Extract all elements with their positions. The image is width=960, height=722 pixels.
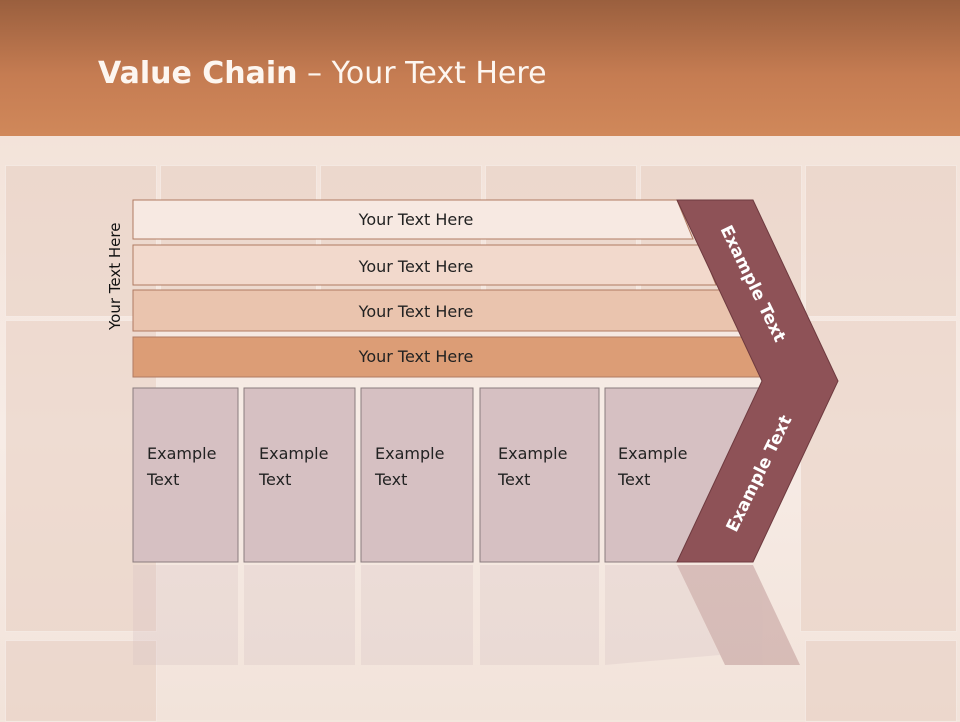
header-bar [0,0,960,136]
box-4-line-2: Text [497,470,530,489]
photo-tile [5,165,157,317]
diagram-reflection [133,565,800,665]
band-1-label: Your Text Here [358,210,474,229]
box-4-line-1: Example [498,444,567,463]
photo-tile [5,640,157,722]
box-3-line-2: Text [374,470,407,489]
activity-box-4[interactable] [479,387,600,563]
photo-tile [5,320,157,632]
photo-tile [805,165,957,317]
margin-chevron[interactable] [676,199,839,563]
slide-title: Value Chain – Your Text Here [98,56,547,91]
box-1-line-2: Text [146,470,179,489]
activity-box-2[interactable] [243,387,356,563]
band-4-label: Your Text Here [358,347,474,366]
band-3-label: Your Text Here [358,302,474,321]
box-2-line-2: Text [258,470,291,489]
box-5-line-1: Example [618,444,687,463]
box-2-line-1: Example [259,444,328,463]
title-bold: Value Chain [98,56,298,91]
box-3-line-1: Example [375,444,444,463]
box-1-line-1: Example [147,444,216,463]
title-rest: – Your Text Here [297,56,547,91]
box-5-line-2: Text [617,470,650,489]
band-2-label: Your Text Here [358,257,474,276]
band-2[interactable] [132,244,717,286]
band-1[interactable] [132,199,694,240]
activity-box-1[interactable] [132,387,239,563]
activity-box-3[interactable] [360,387,474,563]
